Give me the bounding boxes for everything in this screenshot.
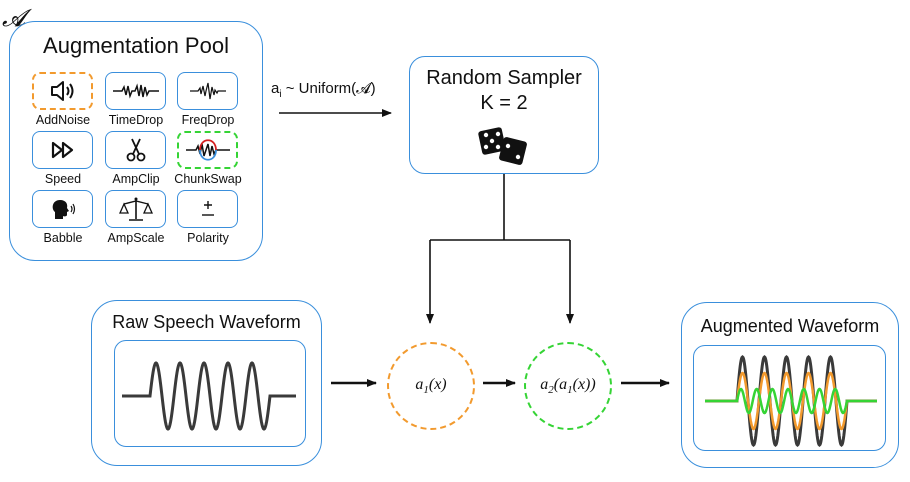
ampclip-tile[interactable] [105,131,166,169]
random-sampler-title: Random Sampler [426,67,582,89]
chunkswap-tile[interactable] [177,131,238,169]
tile-label-speed: Speed [44,172,82,186]
tile-label-polarity: Polarity [187,231,229,245]
op1-circle: a1(x) [387,342,475,430]
tile-label-timedrop: TimeDrop [108,113,164,127]
tile-label-chunkswap: ChunkSwap [174,172,242,186]
tile-label-addnoise: AddNoise [35,113,91,127]
augmented-waveform-frame [693,345,886,451]
scale-balance-icon [118,197,153,221]
augmented-waveform-graphic [705,355,877,447]
op2-label: a2(a1(x)) [540,375,596,397]
speaking-head-icon [52,200,75,219]
raw-waveform-graphic [122,361,296,431]
tile-label-freqdrop: FreqDrop [181,113,235,127]
freqdrop-tile[interactable] [177,72,238,110]
sample-distribution: ~ Uniform(𝓐) [281,80,376,97]
speed-tile[interactable] [32,131,93,169]
scissors-icon [126,138,145,162]
polarity-tile[interactable] [177,190,238,228]
plus-minus-icon [201,201,214,216]
random-sampler-k: K = 2 [480,92,528,114]
fast-forward-icon [51,141,73,159]
dice-icon [478,127,527,165]
sample-arrow-label: ai ~ Uniform(𝓐) [271,80,376,100]
tile-label-ampclip: AmpClip [112,172,160,186]
chunkswap-waveform-icon [185,139,230,161]
augmentation-pool-title: Augmentation Pool [43,33,229,58]
speaker-icon [50,81,73,101]
sample-var-sub: i [279,89,282,100]
timedrop-tile[interactable] [105,72,166,110]
op2-circle: a2(a1(x)) [524,342,612,430]
addnoise-tile[interactable] [32,72,93,110]
timedrop-waveform-icon [112,83,159,99]
ampscale-tile[interactable] [105,190,166,228]
tile-label-ampscale: AmpScale [107,231,165,245]
freqdrop-waveform-icon [189,82,226,100]
raw-waveform-title: Raw Speech Waveform [112,312,301,332]
sample-var: a [271,80,280,97]
babble-tile[interactable] [32,190,93,228]
augmented-waveform-title: Augmented Waveform [700,316,880,336]
tile-label-babble: Babble [43,231,83,245]
op1-label: a1(x) [415,375,447,397]
